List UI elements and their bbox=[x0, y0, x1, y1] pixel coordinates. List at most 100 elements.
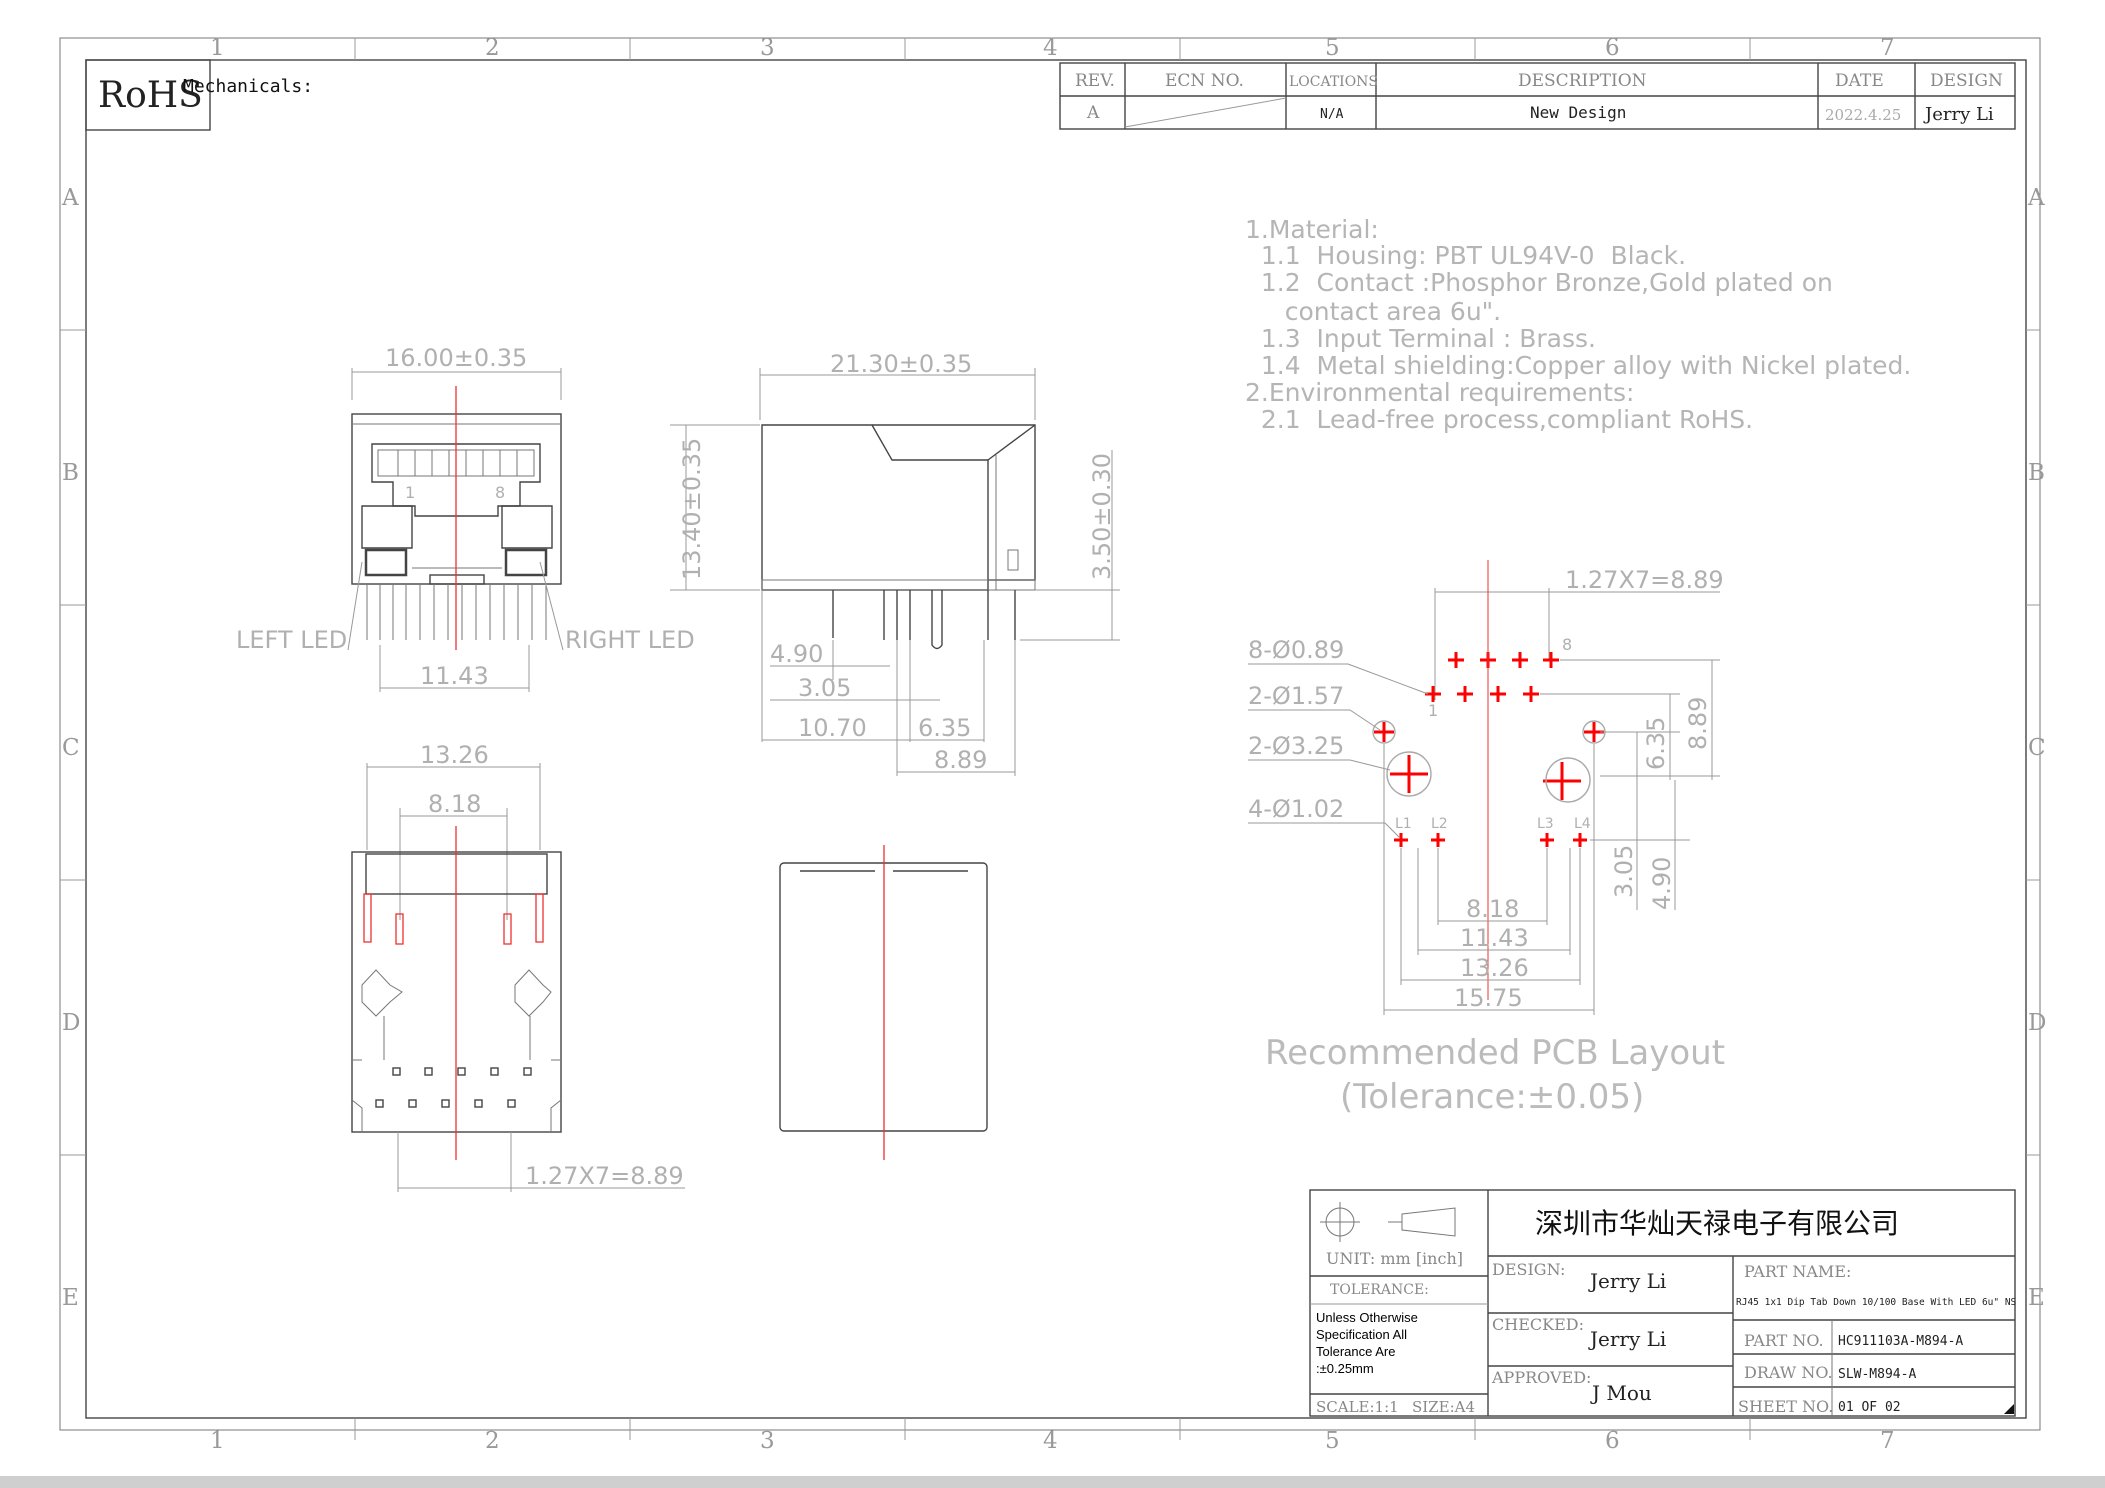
note-line: contact area 6u". bbox=[1245, 297, 1501, 326]
grid-ticks bbox=[60, 38, 2040, 1440]
locations-header: LOCATIONS bbox=[1289, 74, 1378, 90]
grid-col-6: 6 bbox=[1605, 35, 1620, 61]
checked-label: CHECKED: bbox=[1492, 1315, 1584, 1334]
part-name-label: PART NAME: bbox=[1744, 1262, 1851, 1281]
note-line: 2.1 Lead-free process,compliant RoHS. bbox=[1245, 405, 1753, 434]
pcb-v-490: 4.90 bbox=[1648, 857, 1676, 910]
design-value: Jerry Li bbox=[1923, 104, 1994, 125]
pcb-v-305: 3.05 bbox=[1610, 845, 1638, 898]
pcb-hole-4-102: 4-Ø1.02 bbox=[1248, 795, 1344, 823]
side-dim-4-90: 4.90 bbox=[770, 640, 823, 668]
pcb-pin1: 1 bbox=[1428, 701, 1438, 720]
left-led bbox=[364, 548, 408, 577]
pcb-caption: Recommended PCB Layout bbox=[1265, 1033, 1725, 1073]
right-led bbox=[504, 548, 548, 577]
bottom-strip bbox=[0, 1476, 2105, 1488]
bottom-view: 13.26 8.18 1.27X7=8.89 bbox=[351, 741, 685, 1192]
pcb-layout: 1.27X7=8.89 1 8 8-Ø0.89 2-Ø1.57 2-Ø3.25 … bbox=[1248, 560, 1725, 1117]
title-block: UNIT: mm [inch] TOLERANCE: Unless Otherw… bbox=[1309, 1189, 2017, 1417]
draw-no-label: DRAW NO. bbox=[1744, 1363, 1833, 1382]
grid-labels: 1 2 3 4 5 6 7 1 2 3 4 5 6 7 A B C D E A … bbox=[61, 35, 2046, 1454]
grid-col-3: 3 bbox=[760, 35, 775, 61]
corner-triangle-icon bbox=[2004, 1404, 2014, 1414]
grid-row-e: E bbox=[62, 1285, 79, 1311]
approved-value: J Mou bbox=[1590, 1381, 1652, 1405]
ecn-header: ECN NO. bbox=[1165, 71, 1244, 91]
size-label: SIZE:A4 bbox=[1412, 1398, 1475, 1416]
pcb-h-1326: 13.26 bbox=[1460, 954, 1529, 982]
grid-col-2-bottom: 2 bbox=[485, 1428, 500, 1454]
pcb-tolerance: (Tolerance:±0.05) bbox=[1340, 1077, 1644, 1117]
grid-row-c-right: C bbox=[2028, 735, 2046, 761]
grid-col-5: 5 bbox=[1325, 35, 1340, 61]
company-name: 深圳市华灿天禄电子有限公司 bbox=[1535, 1207, 1899, 1240]
note-line: 1.3 Input Terminal : Brass. bbox=[1245, 324, 1596, 353]
inner-frame bbox=[85, 59, 2027, 1419]
bottom-outer-dim: 13.26 bbox=[420, 741, 489, 769]
rohs-box bbox=[85, 59, 211, 131]
bottom-inner-dim: 8.18 bbox=[428, 790, 481, 818]
pcb-led-l2: L2 bbox=[1431, 816, 1448, 832]
outer-frame bbox=[59, 37, 2041, 1431]
locations-value: N/A bbox=[1320, 107, 1344, 122]
unit-label: UNIT: mm [inch] bbox=[1326, 1249, 1463, 1268]
side-dim-10-70: 10.70 bbox=[798, 714, 867, 742]
note-line: 1.1 Housing: PBT UL94V-0 Black. bbox=[1245, 241, 1686, 270]
design-header: DESIGN bbox=[1930, 71, 2003, 91]
grid-col-4: 4 bbox=[1043, 35, 1058, 61]
grid-col-6-bottom: 6 bbox=[1605, 1428, 1620, 1454]
grid-col-7: 7 bbox=[1880, 35, 1895, 61]
side-pin-len-dim: 3.50±0.30 bbox=[1088, 453, 1116, 580]
pcb-hole-8-089: 8-Ø0.89 bbox=[1248, 636, 1344, 664]
pcb-hole-row bbox=[1374, 652, 1604, 847]
grid-row-b-right: B bbox=[2028, 460, 2045, 486]
note-line: 1.2 Contact :Phosphor Bronze,Gold plated… bbox=[1245, 268, 1833, 297]
grid-row-d-right: D bbox=[2028, 1010, 2046, 1036]
material-notes: 1.Material: 1.1 Housing: PBT UL94V-0 Bla… bbox=[1245, 215, 1911, 434]
front-pin-span-dim: 11.43 bbox=[420, 662, 489, 690]
front-view: 16.00±0.35 1 8 LEFT LED bbox=[236, 344, 695, 692]
part-no-value: HC911103A-M894-A bbox=[1838, 1334, 1963, 1349]
side-view: 21.30±0.35 13.40±0.35 3.50±0.30 4.90 3.0… bbox=[670, 350, 1120, 776]
sheet-label: SHEET NO. bbox=[1738, 1397, 1833, 1416]
grid-row-e-right: E bbox=[2028, 1285, 2045, 1311]
grid-col-5-bottom: 5 bbox=[1325, 1428, 1340, 1454]
bottom-pitch-dim: 1.27X7=8.89 bbox=[525, 1162, 684, 1190]
pcb-hole-2-157: 2-Ø1.57 bbox=[1248, 682, 1344, 710]
checked-value: Jerry Li bbox=[1588, 1327, 1666, 1351]
grid-col-3-bottom: 3 bbox=[760, 1428, 775, 1454]
front-width-dim: 16.00±0.35 bbox=[385, 344, 527, 372]
grid-row-b: B bbox=[62, 460, 79, 486]
side-dim-3-05: 3.05 bbox=[798, 674, 851, 702]
front-pin8: 8 bbox=[495, 483, 505, 502]
part-name-value: RJ45 1x1 Dip Tab Down 10/100 Base With L… bbox=[1736, 1297, 2017, 1308]
description-value: New Design bbox=[1530, 103, 1626, 122]
pcb-h-1143: 11.43 bbox=[1460, 924, 1529, 952]
rev-value: A bbox=[1086, 103, 1100, 123]
tolerance-label: TOLERANCE: bbox=[1330, 1282, 1429, 1298]
description-header: DESCRIPTION bbox=[1518, 71, 1647, 91]
note-line: 2.Environmental requirements: bbox=[1245, 378, 1634, 407]
side-length-dim: 21.30±0.35 bbox=[830, 350, 972, 378]
pcb-pin8: 8 bbox=[1562, 635, 1572, 654]
pcb-v-635: 6.35 bbox=[1642, 717, 1670, 770]
grid-row-c: C bbox=[62, 735, 80, 761]
grid-col-1: 1 bbox=[210, 35, 225, 61]
side-dim-8-89: 8.89 bbox=[934, 746, 987, 774]
note-line: 1.Material: bbox=[1245, 215, 1379, 244]
side-height-dim: 13.40±0.35 bbox=[678, 438, 706, 580]
rohs-label: RoHS bbox=[98, 75, 203, 116]
left-led-label: LEFT LED bbox=[236, 626, 347, 654]
design-value: Jerry Li bbox=[1588, 1269, 1666, 1293]
grid-col-7-bottom: 7 bbox=[1880, 1428, 1895, 1454]
approved-label: APPROVED: bbox=[1491, 1368, 1591, 1387]
sheet-value: 01 OF 02 bbox=[1838, 1400, 1901, 1415]
grid-col-2: 2 bbox=[485, 35, 500, 61]
date-header: DATE bbox=[1835, 71, 1884, 91]
pcb-led-l3: L3 bbox=[1537, 816, 1554, 832]
pcb-h-1575: 15.75 bbox=[1454, 984, 1523, 1012]
rear-view bbox=[779, 845, 988, 1160]
part-no-label: PART NO. bbox=[1744, 1331, 1824, 1350]
design-label: DESIGN: bbox=[1492, 1260, 1565, 1279]
